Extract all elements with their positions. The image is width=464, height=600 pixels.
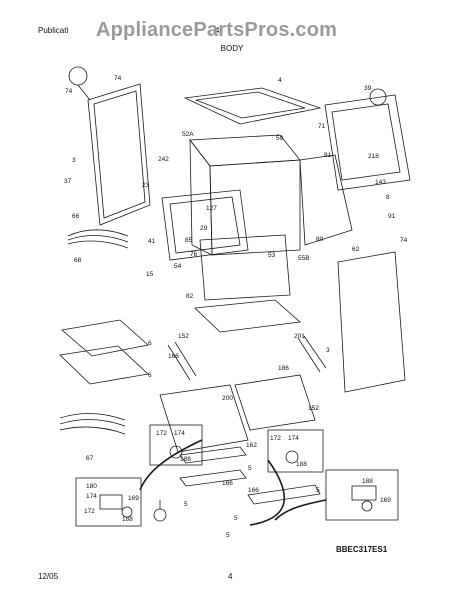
door-gasket-frame <box>87 83 151 226</box>
oven-rack-lower <box>59 345 149 385</box>
part-label: 74 <box>114 75 122 82</box>
part-label: 166 <box>168 353 179 360</box>
part-label: 162 <box>246 442 257 449</box>
part-label: 188 <box>362 478 373 485</box>
callout-box-right <box>267 429 324 473</box>
part-label: 188 <box>296 461 307 468</box>
slide-rail <box>179 446 247 464</box>
publication-header-suffix: 4 <box>215 26 219 35</box>
part-label: 54 <box>174 263 182 270</box>
part-label: 5 <box>226 532 230 539</box>
part-label: 53 <box>268 252 276 259</box>
part-label: 6 <box>148 340 152 347</box>
part-label: 166 <box>222 480 233 487</box>
back-panel <box>324 94 411 191</box>
part-label: 59 <box>276 135 284 142</box>
part-label: 169 <box>380 497 391 504</box>
part-label: 52A <box>182 131 194 138</box>
part-label: 188 <box>122 516 133 523</box>
rail-left <box>167 344 191 381</box>
part-label: 200 <box>222 395 233 402</box>
part-label: 80 <box>316 236 324 243</box>
part-label: 91 <box>388 213 396 220</box>
footer-date: 12/05 <box>38 572 59 581</box>
callout-box-bottom-right <box>325 469 399 521</box>
right-side-panel <box>337 251 406 393</box>
part-label: 169 <box>128 495 139 502</box>
diagram-code: BBEC317ES1 <box>336 545 388 554</box>
part-label: 186 <box>278 365 289 372</box>
callout-box-bottom-left <box>75 477 142 527</box>
knob-part <box>68 66 88 86</box>
callout-box-left <box>149 424 203 466</box>
part-label: 174 <box>86 493 97 500</box>
part-label: 5 <box>234 515 238 522</box>
part-label: 74 <box>65 88 73 95</box>
part-label: 127 <box>206 205 217 212</box>
part-label: 41 <box>148 238 156 245</box>
broil-element <box>67 229 129 249</box>
part-label: 5 <box>316 487 320 494</box>
bake-element <box>59 413 126 435</box>
oven-rack-upper <box>61 319 149 357</box>
part-label: 152 <box>178 333 189 340</box>
part-label: 152 <box>308 405 319 412</box>
part-label: 180 <box>86 483 97 490</box>
base-tray <box>194 299 301 333</box>
leveling-leg <box>153 508 167 522</box>
part-label: 15 <box>146 271 154 278</box>
part-label: 5 <box>248 465 252 472</box>
part-label: 81 <box>324 152 332 159</box>
part-label: 76 <box>190 251 198 258</box>
top-panel <box>183 87 322 125</box>
part-label: 3 <box>326 347 330 354</box>
part-label: 166 <box>248 487 259 494</box>
publication-suffix: 4 <box>215 26 220 35</box>
side-panel <box>299 154 353 246</box>
part-label: 3 <box>72 157 76 164</box>
part-label: 68 <box>74 257 82 264</box>
part-label: 5 <box>184 501 188 508</box>
part-label: 174 <box>288 435 299 442</box>
part-label: 62 <box>352 246 360 253</box>
part-label: 172 <box>270 435 281 442</box>
publication-prefix: Publicati <box>38 26 69 35</box>
callout-arrow-2 <box>249 459 286 526</box>
part-label: 37 <box>64 178 72 185</box>
part-label: 29 <box>200 225 208 232</box>
watermark: AppliancePartsPros.com <box>96 19 338 41</box>
part-label: 242 <box>158 156 169 163</box>
page-number: 4 <box>228 572 233 581</box>
part-label: 71 <box>318 123 326 130</box>
part-label: 67 <box>86 455 94 462</box>
part-label: 201 <box>294 333 305 340</box>
coil-part <box>369 88 387 106</box>
part-label: 4 <box>278 77 282 84</box>
part-label: 143 <box>375 179 386 186</box>
part-label: 188 <box>180 456 191 463</box>
publication-header: Publicati <box>38 26 68 35</box>
door-liner <box>161 189 249 261</box>
part-label: 23 <box>142 182 150 189</box>
part-label: 39 <box>364 85 372 92</box>
part-label: 172 <box>84 508 95 515</box>
part-label: 8 <box>386 194 390 201</box>
part-label: 85 <box>185 237 193 244</box>
callout-arrow <box>139 439 203 491</box>
drawer-frame <box>159 384 249 453</box>
part-label: 82 <box>186 293 194 300</box>
part-label: 74 <box>400 237 408 244</box>
callout-arrow-3 <box>274 499 327 521</box>
part-label: 174 <box>174 430 185 437</box>
drawer-rail <box>234 374 316 431</box>
part-label: 66 <box>72 213 80 220</box>
part-label: 172 <box>156 430 167 437</box>
rail-right <box>297 337 321 373</box>
part-label: 6 <box>148 372 152 379</box>
lower-cavity <box>199 234 291 301</box>
part-label: 55B <box>298 255 310 262</box>
part-label: 218 <box>368 153 379 160</box>
section-title: BODY <box>220 44 244 53</box>
